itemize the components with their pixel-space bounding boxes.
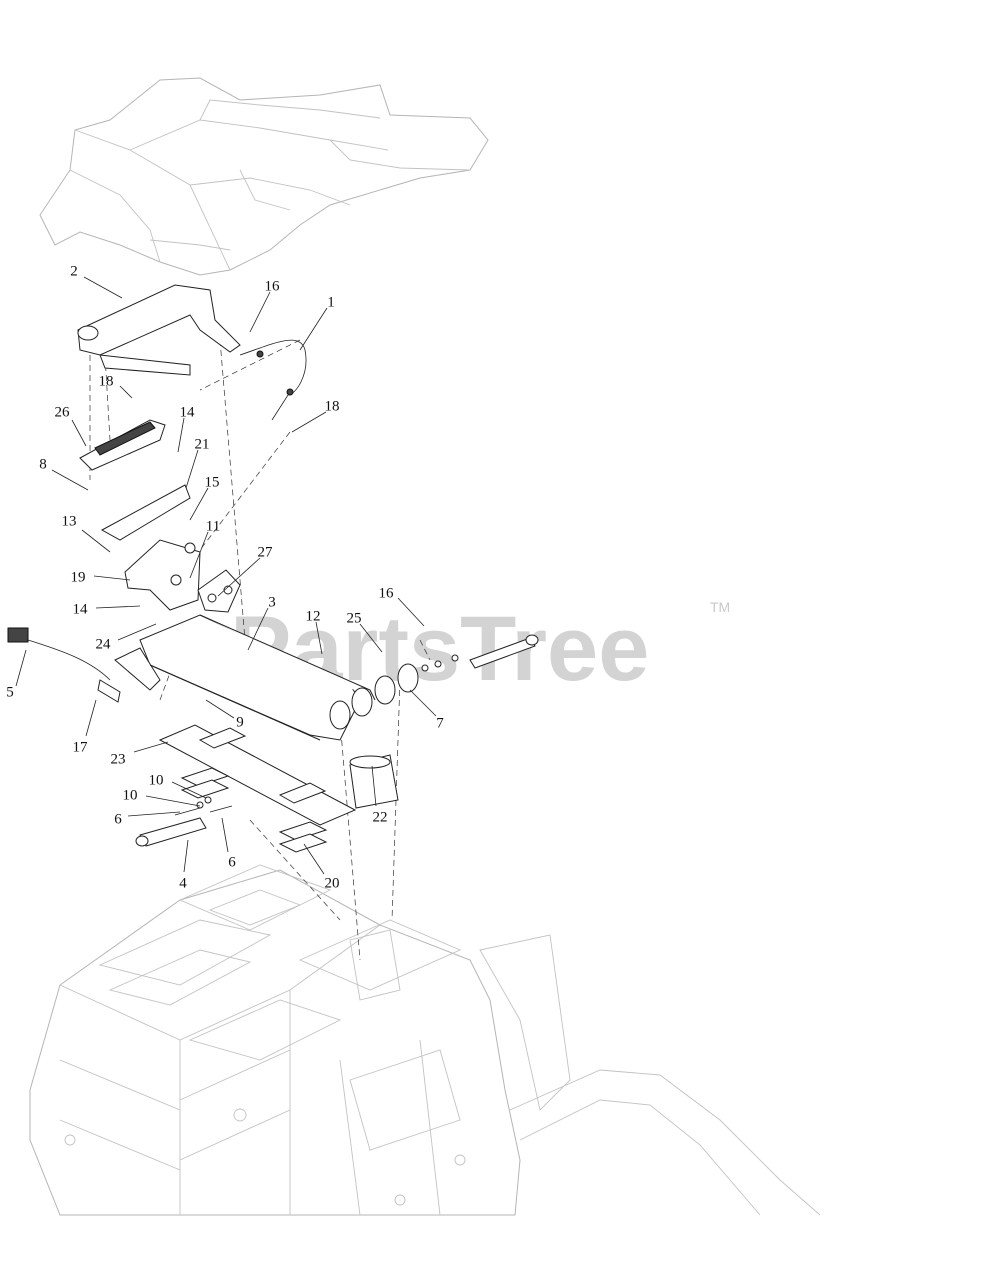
leader-line-c10b [145, 795, 201, 807]
leader-line-c21 [185, 449, 199, 489]
callout-c9: 9 [236, 714, 244, 730]
leader-line-c16a [249, 291, 271, 333]
leader-line-c10a [171, 781, 207, 799]
latch-assembly [197, 569, 241, 613]
callout-c6a: 6 [114, 811, 122, 827]
leader-line-c6a [127, 811, 181, 817]
callout-c14b: 14 [73, 601, 89, 617]
callout-c10a: 10 [149, 772, 164, 788]
callout-c12: 12 [306, 608, 321, 624]
leader-line-c12 [315, 621, 323, 655]
leader-line-c20 [303, 843, 325, 875]
leader-line-c11 [189, 531, 209, 579]
callout-c18a: 18 [99, 373, 114, 389]
leader-line-c5 [15, 649, 27, 687]
leader-line-c15 [189, 487, 209, 521]
leader-line-c1 [299, 307, 328, 351]
callout-c4: 4 [179, 875, 187, 891]
leader-line-c27 [217, 557, 261, 597]
seat-frame-rail [114, 614, 376, 741]
leader-line-c18a [119, 385, 133, 399]
leader-line-c25 [359, 623, 383, 653]
callout-c11: 11 [206, 518, 220, 534]
spacer-blocks [180, 767, 328, 853]
callout-c20: 20 [325, 875, 340, 891]
callouts: 2 16 1 18 18 26 14 21 8 15 13 11 27 19 16 3 14 12 25 24 5 7 9 1… [6, 263, 444, 891]
leader-line-c18b [291, 411, 327, 433]
leader-line-c13 [81, 529, 111, 553]
leader-line-c24 [117, 623, 157, 641]
watermark-tm: TM [710, 599, 730, 615]
callout-c2: 2 [70, 263, 78, 279]
callout-c3: 3 [268, 594, 276, 610]
seat-handle [77, 284, 241, 376]
callout-c14a: 14 [180, 404, 196, 420]
callout-c25: 25 [347, 610, 362, 626]
leader-line-c6b [221, 817, 229, 853]
leader-line-c19 [93, 575, 131, 581]
seat-cable [239, 339, 307, 421]
leader-line-c17 [85, 699, 97, 737]
seat-switch-bracket [79, 419, 166, 471]
leader-line-c4 [183, 839, 189, 873]
leader-line-c8 [51, 469, 89, 491]
leader-line-c22 [371, 765, 377, 807]
callout-c5: 5 [6, 684, 14, 700]
leader-line-c23 [133, 741, 169, 753]
callout-c7: 7 [436, 715, 444, 731]
callout-c19: 19 [71, 569, 86, 585]
leader-line-c14a [177, 417, 185, 453]
battery-frame-ghost [29, 864, 821, 1216]
callout-c16b: 16 [379, 585, 395, 601]
callout-c26: 26 [55, 404, 71, 420]
callout-c16a: 16 [265, 278, 281, 294]
leader-line-c14b [95, 605, 141, 609]
callout-c18b: 18 [325, 398, 340, 414]
gas-spring-upper [421, 634, 539, 672]
callout-c13: 13 [62, 513, 77, 529]
callout-c6b: 6 [228, 854, 236, 870]
pivot-tubes [329, 663, 419, 809]
leader-line-c9 [205, 699, 235, 719]
seat-pan-ghost [39, 77, 489, 276]
leader-line-c7 [409, 689, 437, 717]
leader-line-c2 [83, 276, 123, 299]
callout-c17: 17 [73, 739, 89, 755]
callout-c15: 15 [205, 474, 220, 490]
leader-line-c3 [247, 607, 269, 651]
callout-c1: 1 [327, 294, 335, 310]
seat-slide-plate [158, 724, 357, 826]
callout-c27: 27 [258, 544, 274, 560]
callout-c22: 22 [373, 809, 388, 825]
leader-line-c26 [71, 419, 87, 447]
callout-c23: 23 [111, 751, 126, 767]
leader-line-c16b [397, 597, 425, 627]
hinge-bracket [100, 484, 201, 611]
callout-c24: 24 [96, 636, 112, 652]
wire-harness [7, 627, 121, 703]
gas-spring-lower [135, 796, 233, 847]
callout-c21: 21 [195, 436, 210, 452]
callout-c10b: 10 [123, 787, 138, 803]
callout-c8: 8 [39, 456, 47, 472]
